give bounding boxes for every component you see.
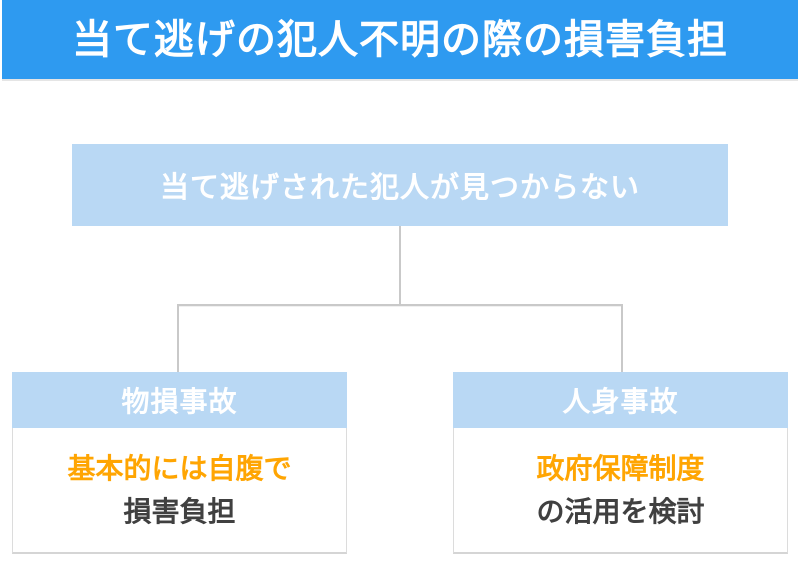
- branch-header-property-damage: 物損事故: [12, 372, 347, 428]
- branch-card-personal-injury: 人身事故 政府保障制度 の活用を検討: [453, 372, 788, 554]
- connector-root-stem: [399, 226, 401, 304]
- branch-header-label: 人身事故: [562, 386, 679, 417]
- connector-left-drop: [177, 304, 179, 372]
- root-box-label: 当て逃げされた犯人が見つからない: [159, 172, 640, 204]
- branch-header-label: 物損事故: [121, 386, 238, 417]
- branch-highlight-text: 政府保障制度: [536, 453, 705, 484]
- branch-body-property-damage: 基本的には自腹で 損害負担: [12, 428, 347, 554]
- branch-body-personal-injury: 政府保障制度 の活用を検討: [453, 428, 788, 554]
- connector-right-drop: [621, 304, 623, 372]
- branch-normal-text: 損害負担: [123, 496, 236, 527]
- branch-header-personal-injury: 人身事故: [453, 372, 788, 428]
- branch-highlight-text: 基本的には自腹で: [67, 453, 292, 484]
- branch-card-property-damage: 物損事故 基本的には自腹で 損害負担: [12, 372, 347, 554]
- branch-normal-text: の活用を検討: [536, 496, 705, 527]
- page-title: 当て逃げの犯人不明の際の損害負担: [72, 17, 728, 62]
- connector-crossbar: [177, 304, 623, 306]
- root-box: 当て逃げされた犯人が見つからない: [72, 144, 728, 226]
- title-bar: 当て逃げの犯人不明の際の損害負担: [2, 0, 798, 79]
